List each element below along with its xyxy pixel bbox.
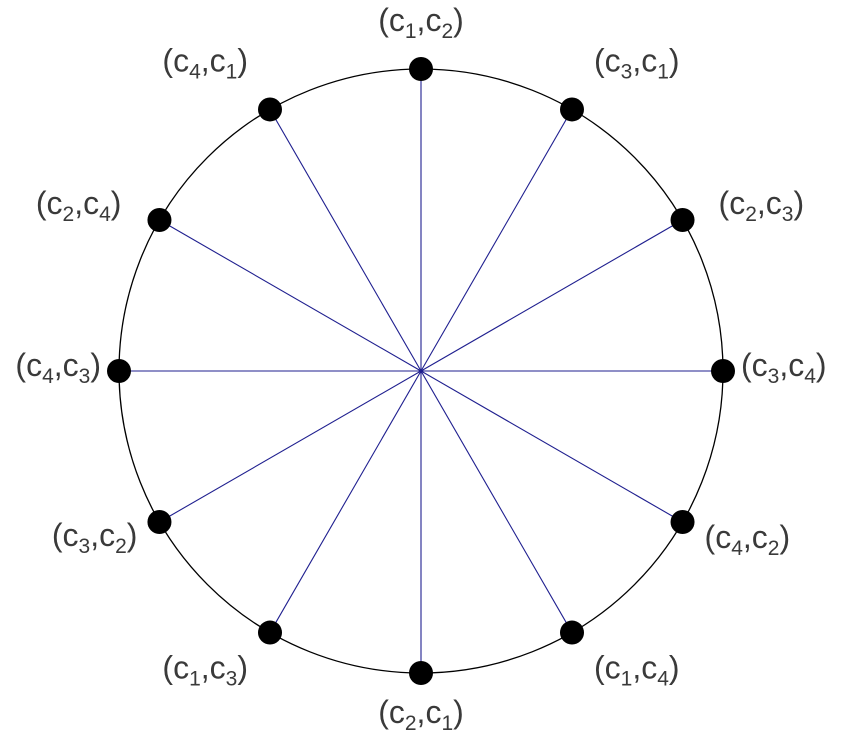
spoke-line (420, 370, 683, 523)
vertex-dot (147, 208, 172, 232)
vertex-dot (258, 620, 282, 645)
vertex-label: (c3,c2) (52, 517, 138, 558)
vertex-label: (c4,c3) (15, 347, 101, 388)
spoke-line (269, 370, 422, 633)
vertex-dot (670, 208, 695, 232)
vertex-label: (c3,c4) (741, 347, 827, 388)
vertex-label: (c4,c2) (705, 519, 791, 560)
vertex-label: (c2,c1) (378, 694, 464, 735)
vertex-dot (258, 97, 282, 122)
vertex-label: (c2,c3) (719, 185, 805, 226)
vertex-label: (c2,c4) (36, 185, 122, 226)
spoke-line (420, 109, 573, 372)
vertex-label: (c3,c1) (594, 42, 680, 83)
vertex-dot (107, 359, 131, 383)
spoke-line (420, 219, 683, 372)
vertex-label: (c1,c3) (162, 650, 248, 691)
vertex-dot (409, 57, 433, 81)
spoke-line (159, 219, 422, 372)
vertex-label: (c1,c4) (594, 650, 680, 691)
vertex-dot (409, 661, 433, 685)
vertex-label: (c1,c2) (378, 2, 464, 43)
spoke-line (269, 109, 422, 372)
spoke-line (420, 370, 573, 633)
spokes (119, 69, 723, 673)
vertex-label: (c4,c1) (162, 42, 248, 83)
vertex-dot (670, 510, 695, 534)
vertex-dot (560, 97, 584, 122)
vertex-dot (147, 510, 172, 534)
vertex-dots (107, 57, 735, 685)
vertex-dot (560, 620, 584, 645)
vertex-dot (711, 359, 735, 383)
vertex-labels: (c1,c2) (c3,c1) (c2,c3) (c3,c4) (c4,c2) (c1,c… (15, 2, 826, 735)
spoke-line (159, 370, 422, 523)
